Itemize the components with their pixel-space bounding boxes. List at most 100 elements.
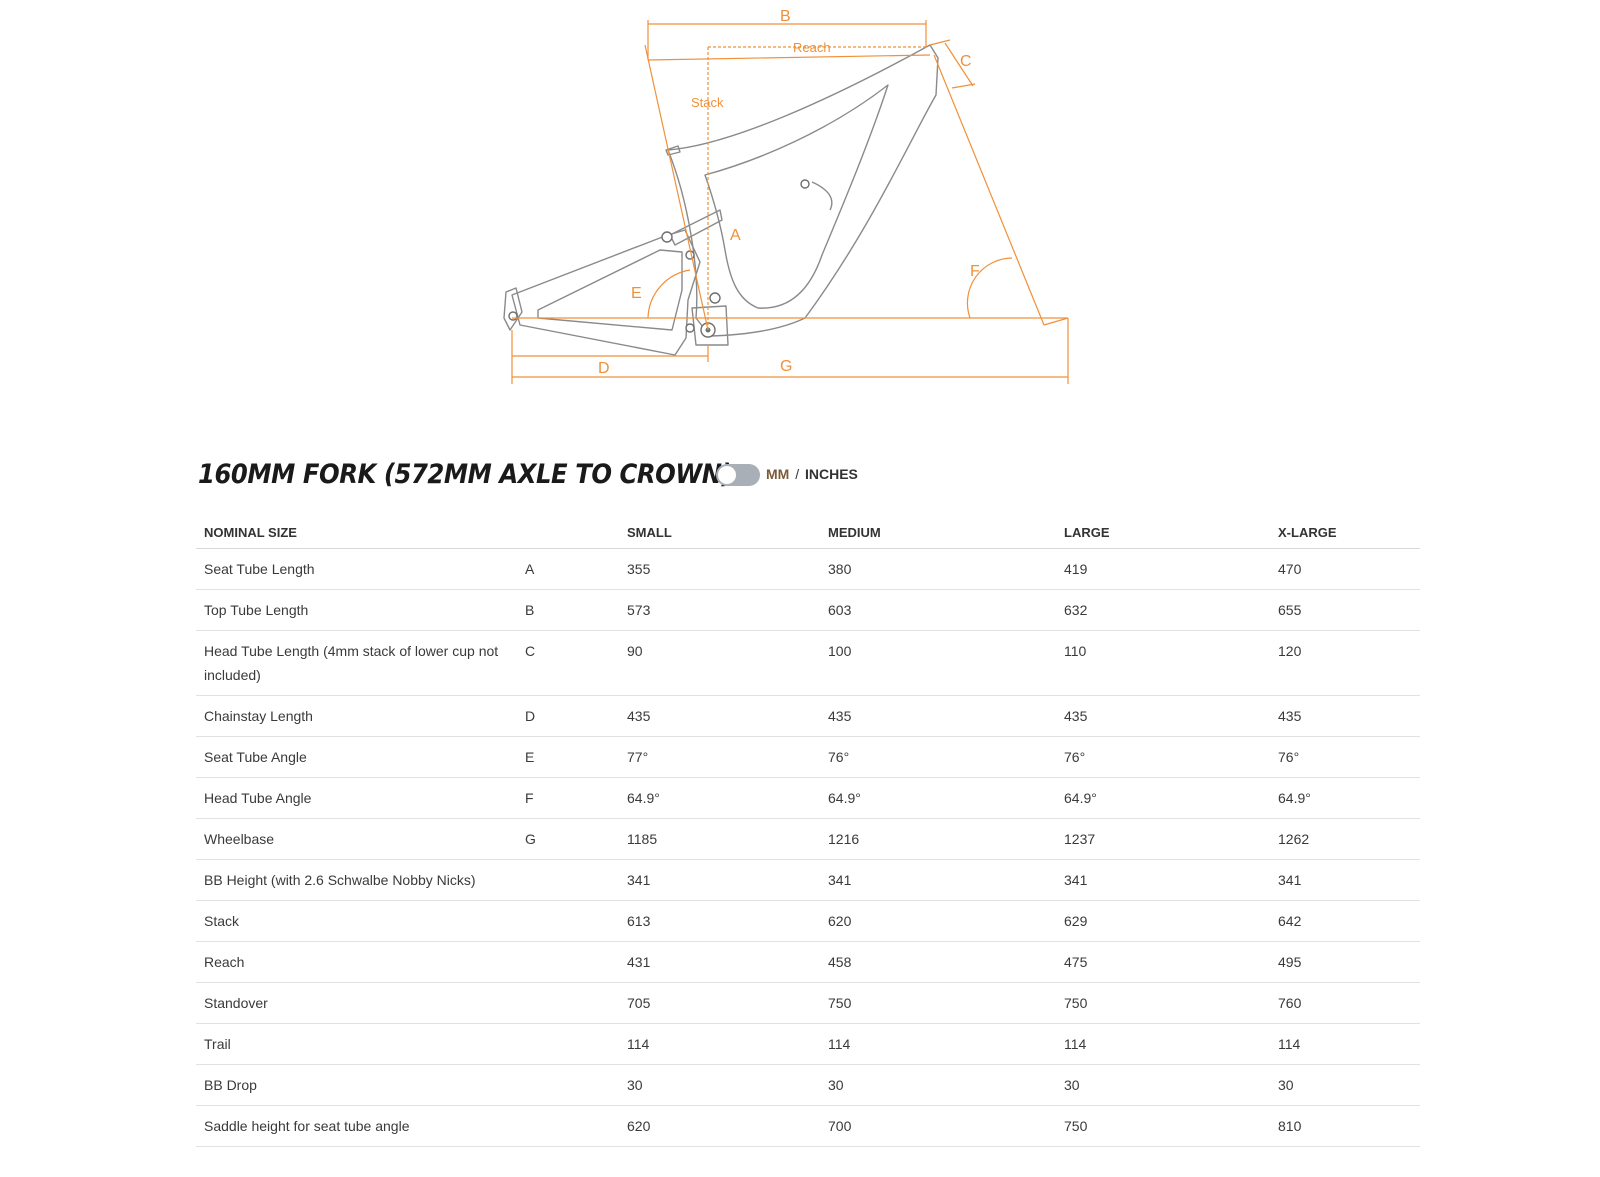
value-large: 629: [1056, 900, 1270, 942]
unit-toggle-switch[interactable]: [716, 464, 760, 486]
label-c: C: [960, 53, 972, 70]
diagram-letter: [517, 941, 619, 983]
value-medium: 458: [820, 941, 1056, 983]
label-e: E: [631, 285, 642, 302]
label-g: G: [780, 358, 792, 375]
label-f: F: [970, 263, 980, 280]
value-medium: 620: [820, 900, 1056, 942]
diagram-letter: B: [517, 589, 619, 631]
value-x-large: 810: [1270, 1105, 1420, 1147]
unit-separator: /: [795, 466, 800, 482]
value-small: 30: [619, 1064, 820, 1106]
frame-geometry-diagram: B Reach Stack C A E F D G: [503, 8, 1069, 384]
value-medium: 114: [820, 1023, 1056, 1065]
value-small: 114: [619, 1023, 820, 1065]
diagram-letter: G: [517, 818, 619, 860]
value-x-large: 642: [1270, 900, 1420, 942]
value-medium: 100: [820, 630, 1056, 696]
diagram-letter: E: [517, 736, 619, 778]
unit-inches-label[interactable]: INCHES: [805, 466, 858, 482]
value-x-large: 470: [1270, 548, 1420, 590]
diagram-letter: [517, 859, 619, 901]
unit-mm-label[interactable]: MM: [766, 466, 790, 482]
value-medium: 341: [820, 859, 1056, 901]
value-small: 620: [619, 1105, 820, 1147]
diagram-letter: A: [517, 548, 619, 590]
value-x-large: 64.9°: [1270, 777, 1420, 819]
value-x-large: 760: [1270, 982, 1420, 1024]
measurement-name: Seat Tube Angle: [196, 736, 517, 778]
value-x-large: 114: [1270, 1023, 1420, 1065]
label-stack: Stack: [691, 95, 724, 110]
header-medium: MEDIUM: [820, 516, 1056, 549]
value-large: 30: [1056, 1064, 1270, 1106]
diagram-letter: [517, 1023, 619, 1065]
value-small: 435: [619, 695, 820, 737]
diagram-letter: [517, 1064, 619, 1106]
value-x-large: 435: [1270, 695, 1420, 737]
value-medium: 30: [820, 1064, 1056, 1106]
dimension-lines: [511, 20, 1069, 384]
diagram-letter: C: [517, 630, 619, 696]
diagram-letter: [517, 1105, 619, 1147]
value-large: 750: [1056, 982, 1270, 1024]
measurement-name: Head Tube Angle: [196, 777, 517, 819]
measurement-name: Saddle height for seat tube angle: [196, 1105, 517, 1147]
value-x-large: 495: [1270, 941, 1420, 983]
geometry-table: NOMINAL SIZE SMALL MEDIUM LARGE X-LARGE …: [196, 516, 1420, 1147]
header-x-large: X-LARGE: [1270, 516, 1420, 549]
value-small: 64.9°: [619, 777, 820, 819]
value-medium: 700: [820, 1105, 1056, 1147]
value-x-large: 76°: [1270, 736, 1420, 778]
value-small: 77°: [619, 736, 820, 778]
frame-outline: [503, 44, 939, 356]
value-x-large: 341: [1270, 859, 1420, 901]
value-medium: 380: [820, 548, 1056, 590]
page-title: 160MM FORK (572MM AXLE TO CROWN): [198, 458, 733, 490]
header-small: SMALL: [619, 516, 820, 549]
measurement-name: BB Drop: [196, 1064, 517, 1106]
diagram-letter: [517, 982, 619, 1024]
label-reach: Reach: [793, 40, 831, 55]
value-large: 76°: [1056, 736, 1270, 778]
value-small: 431: [619, 941, 820, 983]
measurement-name: Head Tube Length (4mm stack of lower cup…: [196, 630, 517, 696]
table-header-row: NOMINAL SIZE SMALL MEDIUM LARGE X-LARGE: [196, 516, 1420, 549]
dimension-labels: B Reach Stack C A E F D G: [598, 8, 980, 377]
value-medium: 603: [820, 589, 1056, 631]
measurement-name: BB Height (with 2.6 Schwalbe Nobby Nicks…: [196, 859, 517, 901]
value-large: 632: [1056, 589, 1270, 631]
toggle-knob: [718, 466, 736, 484]
value-large: 341: [1056, 859, 1270, 901]
header-letter: [517, 516, 619, 549]
value-small: 355: [619, 548, 820, 590]
value-large: 750: [1056, 1105, 1270, 1147]
measurement-name: Seat Tube Length: [196, 548, 517, 590]
label-d: D: [598, 360, 610, 377]
measurement-name: Wheelbase: [196, 818, 517, 860]
header-nominal-size: NOMINAL SIZE: [196, 516, 517, 549]
title-row: 160MM FORK (572MM AXLE TO CROWN): [198, 452, 792, 496]
measurement-name: Chainstay Length: [196, 695, 517, 737]
value-large: 475: [1056, 941, 1270, 983]
value-small: 1185: [619, 818, 820, 860]
value-large: 64.9°: [1056, 777, 1270, 819]
header-large: LARGE: [1056, 516, 1270, 549]
measurement-name: Standover: [196, 982, 517, 1024]
value-x-large: 30: [1270, 1064, 1420, 1106]
value-large: 114: [1056, 1023, 1270, 1065]
value-medium: 64.9°: [820, 777, 1056, 819]
value-small: 341: [619, 859, 820, 901]
value-x-large: 655: [1270, 589, 1420, 631]
value-medium: 1216: [820, 818, 1056, 860]
value-large: 435: [1056, 695, 1270, 737]
